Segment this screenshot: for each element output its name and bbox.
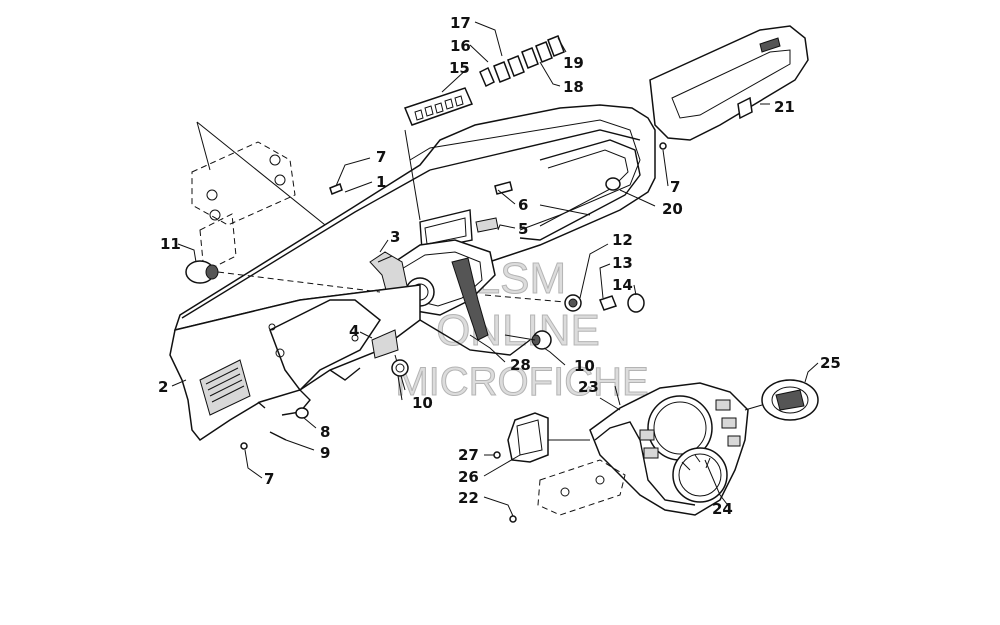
callout-labels: 17 16 15 19 18 21 7 1 7 20 6 5 3 11 12 1… bbox=[158, 14, 841, 518]
callout-16: 16 bbox=[450, 37, 471, 55]
callout-1: 1 bbox=[376, 173, 386, 191]
callout-9: 9 bbox=[320, 444, 330, 462]
callout-5: 5 bbox=[518, 220, 528, 238]
instrument-cluster-group bbox=[493, 379, 819, 523]
dash-panel-part-1 bbox=[169, 104, 656, 442]
callout-26: 26 bbox=[458, 468, 479, 486]
callout-10-lower: 10 bbox=[412, 394, 433, 412]
callout-6: 6 bbox=[518, 196, 528, 214]
callout-25: 25 bbox=[820, 354, 841, 372]
callout-2: 2 bbox=[158, 378, 168, 396]
callout-27: 27 bbox=[458, 446, 479, 464]
leader-lines bbox=[171, 21, 819, 517]
instrument-hood-part-21 bbox=[649, 25, 809, 141]
callout-28: 28 bbox=[510, 356, 531, 374]
callout-19: 19 bbox=[563, 54, 584, 72]
callout-7-top: 7 bbox=[376, 148, 386, 166]
callout-12: 12 bbox=[612, 231, 633, 249]
callout-17: 17 bbox=[450, 14, 471, 32]
callout-3: 3 bbox=[390, 228, 400, 246]
callout-15: 15 bbox=[449, 59, 470, 77]
callout-24: 24 bbox=[712, 500, 733, 518]
fuse-block-and-switches bbox=[404, 35, 565, 221]
watermark-line-3: MICROFICHE bbox=[395, 360, 648, 404]
watermark: HLSM ONLINE MICROFICHE bbox=[395, 254, 649, 405]
callout-8: 8 bbox=[320, 423, 330, 441]
callout-20: 20 bbox=[662, 200, 683, 218]
callout-22: 22 bbox=[458, 489, 479, 507]
callout-21: 21 bbox=[774, 98, 795, 116]
callout-4: 4 bbox=[349, 322, 359, 340]
callout-11: 11 bbox=[160, 235, 181, 253]
watermark-line-2: ONLINE bbox=[436, 306, 600, 355]
callout-7-right: 7 bbox=[670, 178, 680, 196]
callout-23: 23 bbox=[578, 378, 599, 396]
callout-7-bottom: 7 bbox=[264, 470, 274, 488]
callout-18: 18 bbox=[563, 78, 584, 96]
callout-10-center: 10 bbox=[574, 357, 595, 375]
callout-14: 14 bbox=[612, 276, 633, 294]
callout-13: 13 bbox=[612, 254, 633, 272]
